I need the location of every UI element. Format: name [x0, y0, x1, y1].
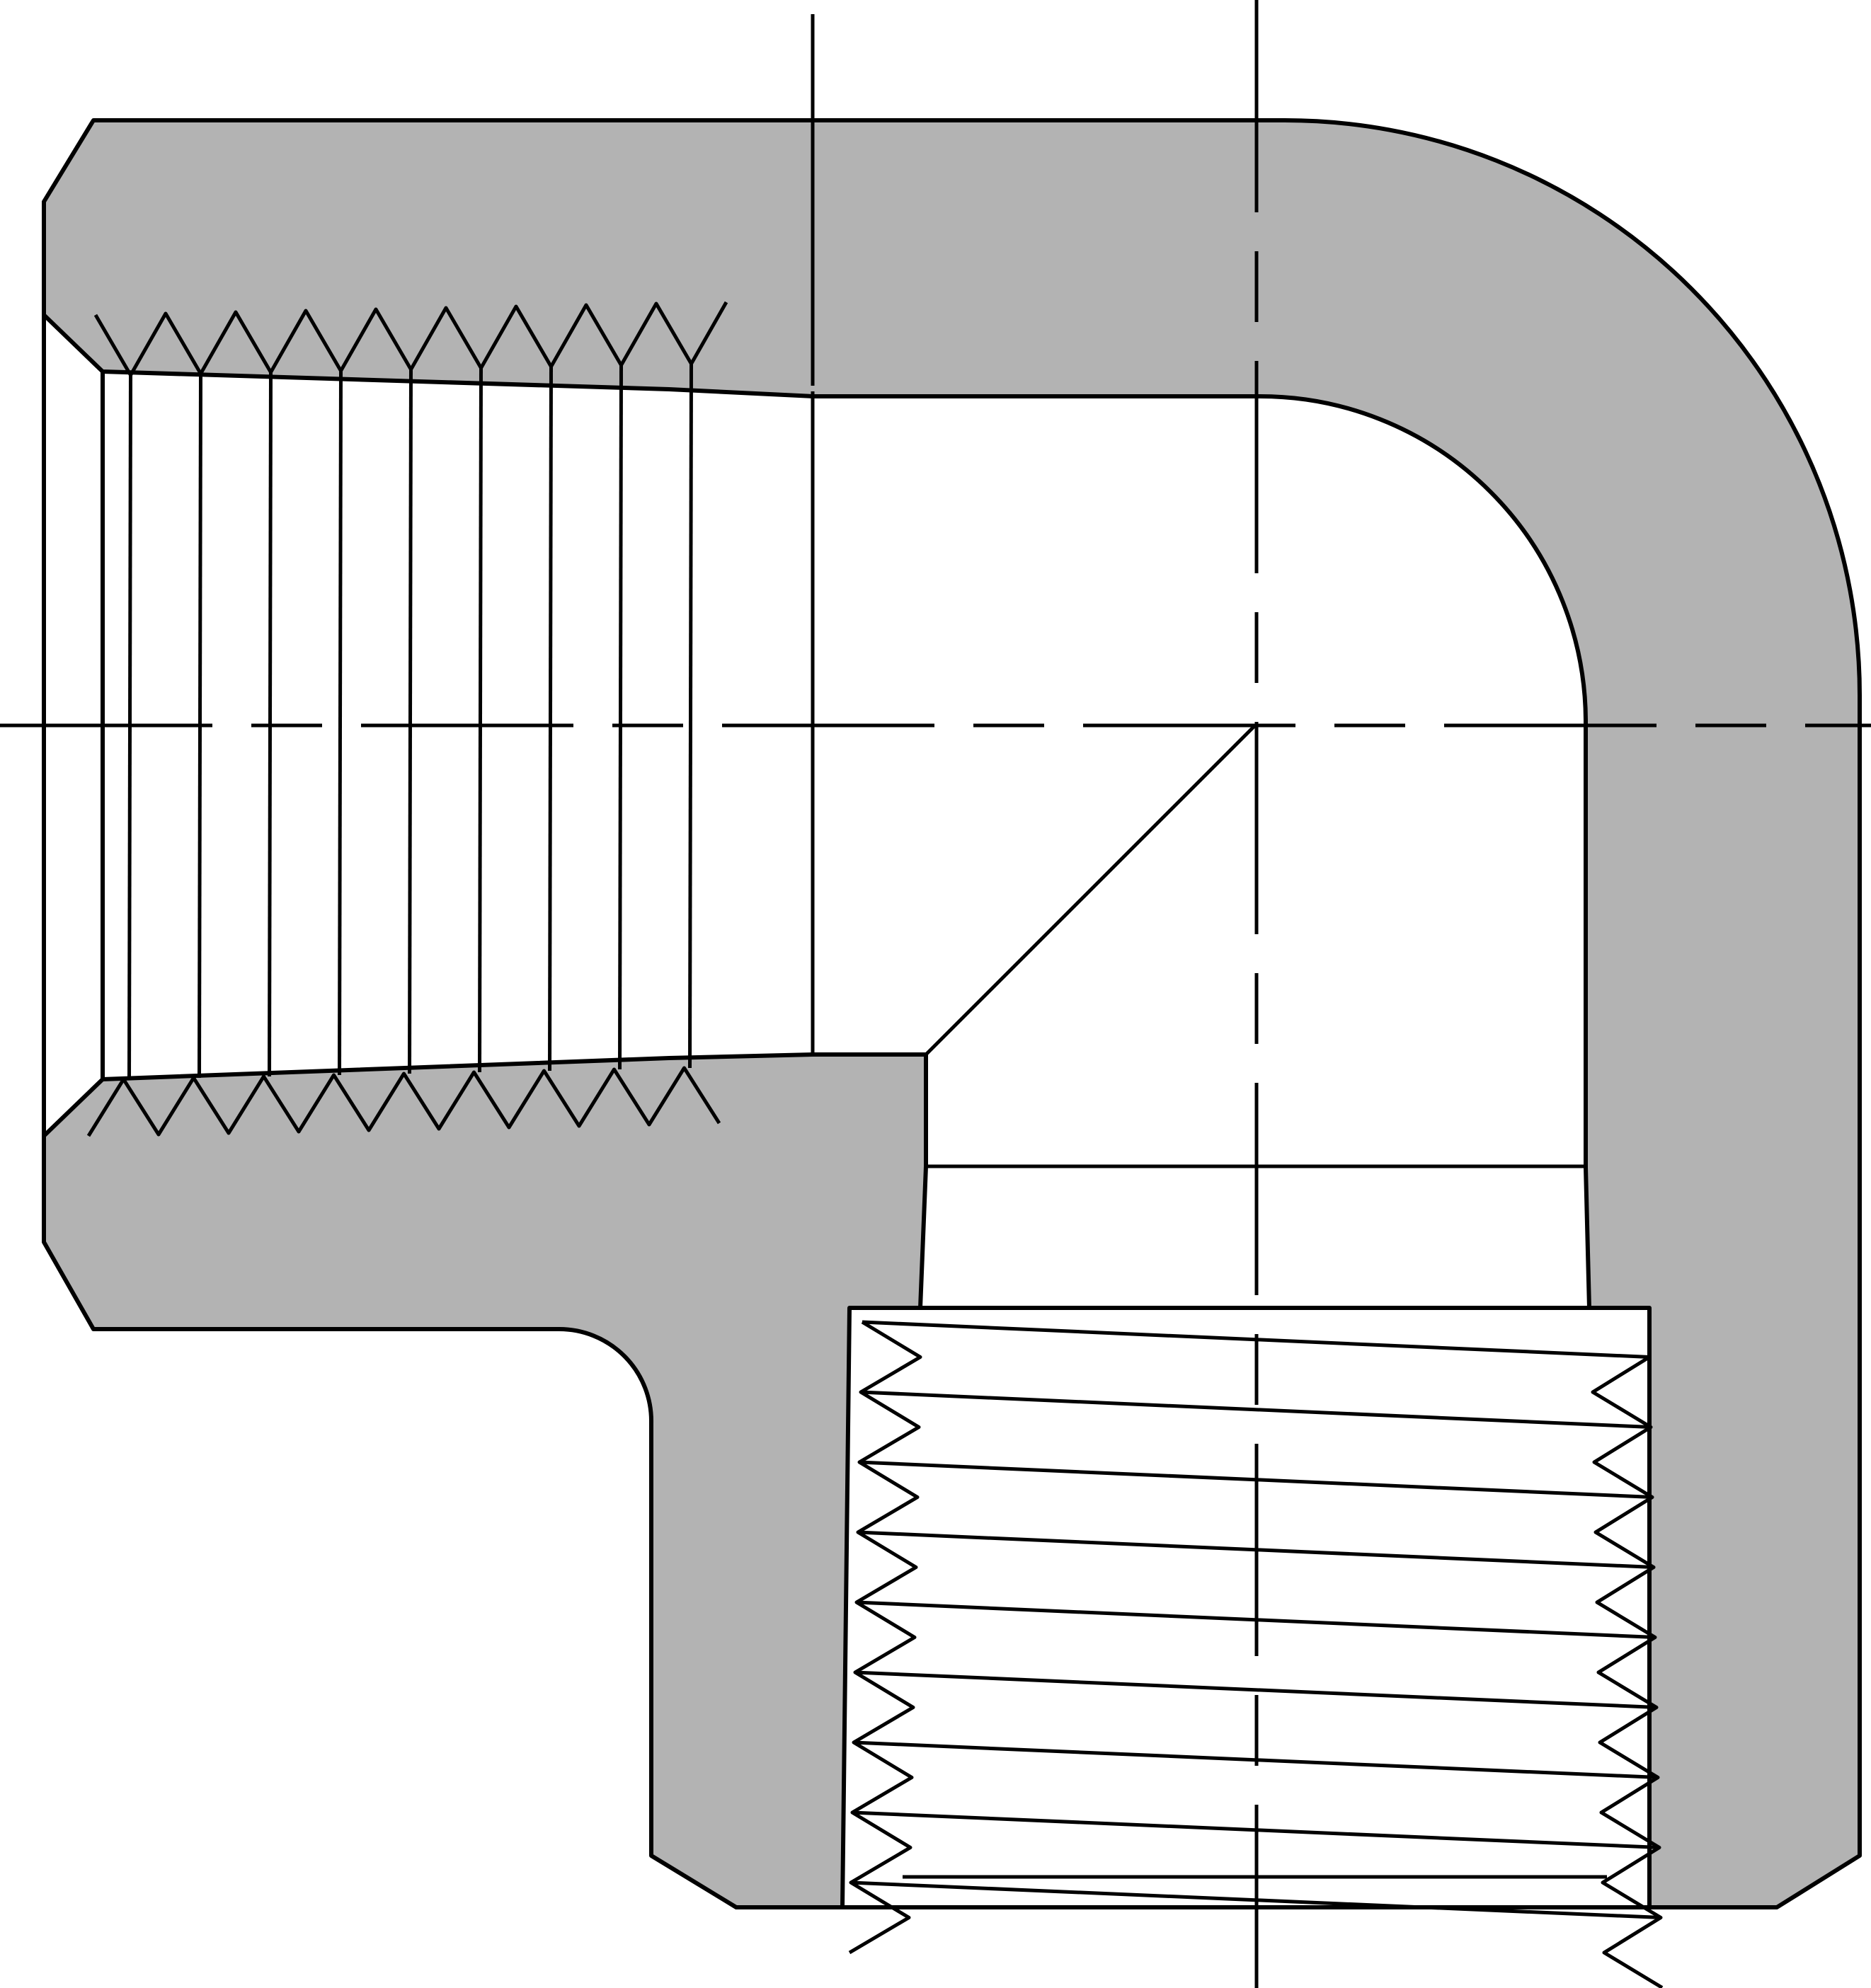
male-thread-helix: [854, 1670, 1657, 1709]
female-thread-flank: [618, 364, 623, 1070]
female-thread-flank: [408, 369, 413, 1074]
male-thread-helix: [860, 1390, 1652, 1429]
female-thread-flank: [478, 367, 483, 1073]
female-thread-crest-bottom: [86, 1066, 721, 1137]
female-thread-flank: [688, 363, 693, 1069]
female-thread-flank: [548, 366, 553, 1071]
cone-cut-line: [925, 725, 1256, 1056]
male-thread-crest-left: [848, 1320, 922, 1955]
female-thread-flank: [338, 370, 343, 1076]
male-thread-crest-right: [1591, 1355, 1664, 1988]
